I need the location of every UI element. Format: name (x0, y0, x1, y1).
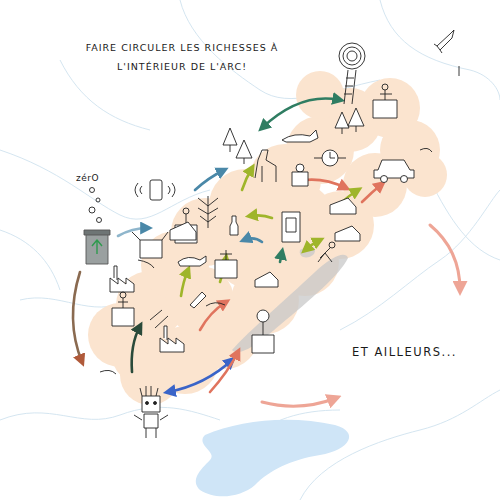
blue-lake (196, 420, 349, 497)
title-text: FAIRE CIRCULER LES RICHESSES À L'INTÉRIE… (72, 38, 292, 76)
note-label: zérO (76, 172, 116, 184)
flow-arrows (73, 99, 460, 407)
icons (84, 30, 459, 438)
note-label: ET AILLEURS... (352, 344, 482, 360)
grey-lake (232, 255, 348, 352)
